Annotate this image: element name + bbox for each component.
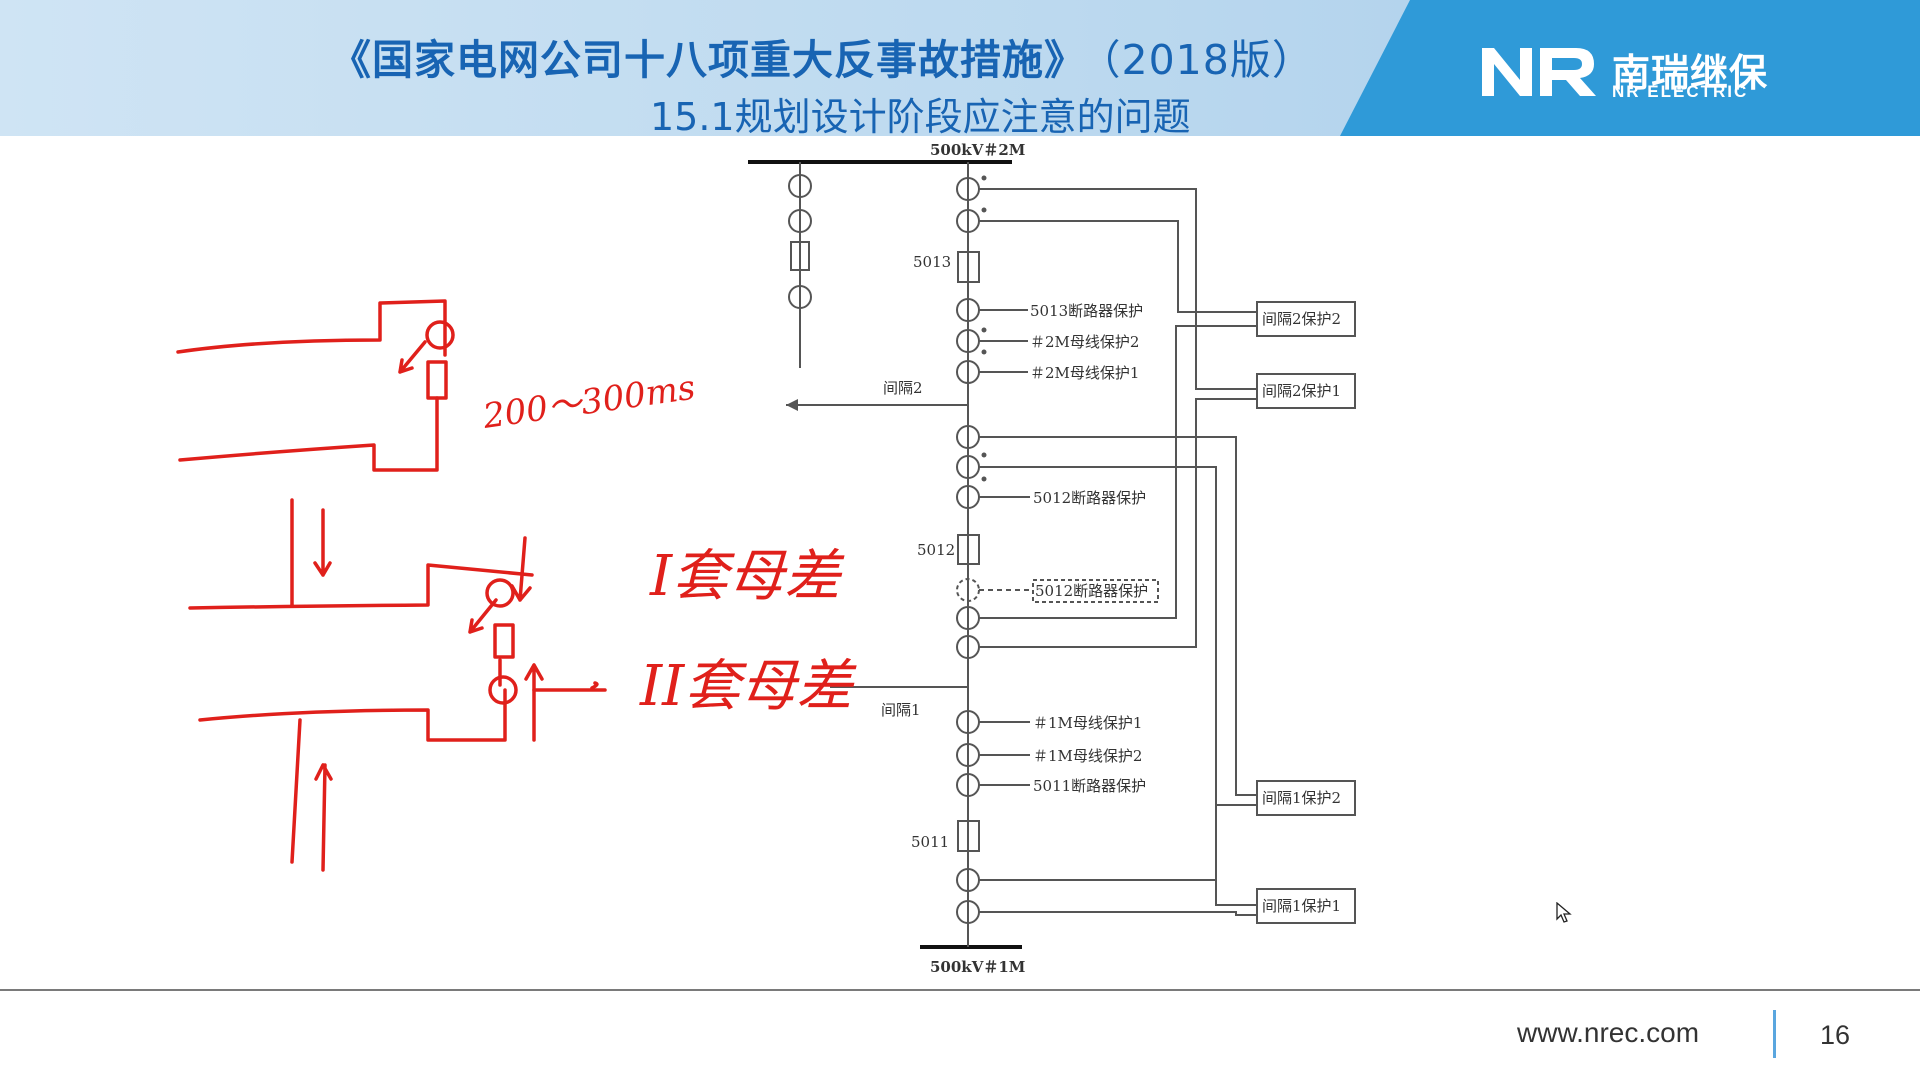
ct-label: ＃1M母线保护1 bbox=[1033, 714, 1142, 732]
footer-url[interactable]: www.nrec.com bbox=[1517, 1017, 1700, 1048]
time-annotation: 200～300ms bbox=[480, 368, 698, 437]
breaker-5013 bbox=[957, 251, 980, 283]
box-bay2-prot2 bbox=[1256, 301, 1356, 337]
ct-label: ＃2M母线保护1 bbox=[1030, 364, 1139, 382]
bus-bottom-label: 500kV＃1M bbox=[930, 958, 1025, 976]
set2-annotation: II套母差 bbox=[639, 654, 857, 719]
mouse-cursor-icon bbox=[1556, 902, 1572, 923]
logo-text-en: NR ELECTRIC bbox=[1612, 82, 1749, 101]
box-bay1-prot2 bbox=[1256, 780, 1356, 816]
protection-box-label: 间隔2保护1 bbox=[1262, 382, 1341, 400]
protection-box-label: 间隔1保护2 bbox=[1262, 789, 1341, 807]
ct-label: 5012断路器保护 bbox=[1033, 489, 1146, 507]
bay1-label: 间隔1 bbox=[881, 701, 921, 719]
ct-label: 5013断路器保护 bbox=[1030, 302, 1143, 320]
protection-wiring-diagram: 500kV＃2M 500kV＃1M 5013 5012 5011 间隔2 间隔1… bbox=[176, 141, 1356, 976]
stub-ct bbox=[788, 174, 812, 198]
breaker-label-5011: 5011 bbox=[911, 833, 949, 851]
nr-logo-icon bbox=[1482, 48, 1596, 96]
ct-label: 5012断路器保护 bbox=[1035, 582, 1148, 600]
breaker-label-5012: 5012 bbox=[917, 541, 955, 559]
stub-ct bbox=[788, 209, 812, 233]
protection-box-label: 间隔2保护2 bbox=[1262, 310, 1341, 328]
dashed-label-box bbox=[1032, 579, 1159, 603]
bay2-label: 间隔2 bbox=[883, 379, 923, 397]
page-number: 16 bbox=[1820, 1020, 1851, 1050]
footer-separator bbox=[1773, 1010, 1776, 1058]
title-edition: （2018版） bbox=[1100, 36, 1314, 84]
bus-top-label: 500kV＃2M bbox=[930, 141, 1025, 159]
box-bay1-prot1 bbox=[1256, 888, 1356, 924]
stub-ct bbox=[788, 285, 812, 309]
slide-subtitle: 15.1规划设计阶段应注意的问题 bbox=[650, 95, 1191, 136]
slide-header: 《国家电网公司十八项重大反事故措施》 （2018版） 15.1规划设计阶段应注意的… bbox=[0, 0, 1920, 136]
protection-box-label: 间隔1保护1 bbox=[1262, 897, 1341, 915]
set1-annotation: I套母差 bbox=[649, 544, 845, 609]
brand-panel bbox=[1340, 0, 1920, 136]
footer-divider bbox=[0, 989, 1920, 991]
ct-label: ＃2M母线保护2 bbox=[1030, 333, 1139, 351]
title-text: 《国家电网公司十八项重大反事故措施》 bbox=[330, 36, 1086, 84]
box-bay2-prot1 bbox=[1256, 373, 1356, 409]
breaker-label-5013: 5013 bbox=[913, 253, 951, 271]
handwritten-sketch bbox=[176, 299, 607, 872]
breaker-5011 bbox=[957, 820, 980, 852]
slide-title: 《国家电网公司十八项重大反事故措施》 （2018版） bbox=[330, 26, 1313, 86]
ct-label: 5011断路器保护 bbox=[1033, 777, 1146, 795]
stub-breaker bbox=[790, 241, 810, 271]
ct-label: ＃1M母线保护2 bbox=[1033, 747, 1142, 765]
breaker-5012 bbox=[957, 534, 980, 565]
logo-text-cn: 南瑞继保 bbox=[1612, 51, 1769, 95]
